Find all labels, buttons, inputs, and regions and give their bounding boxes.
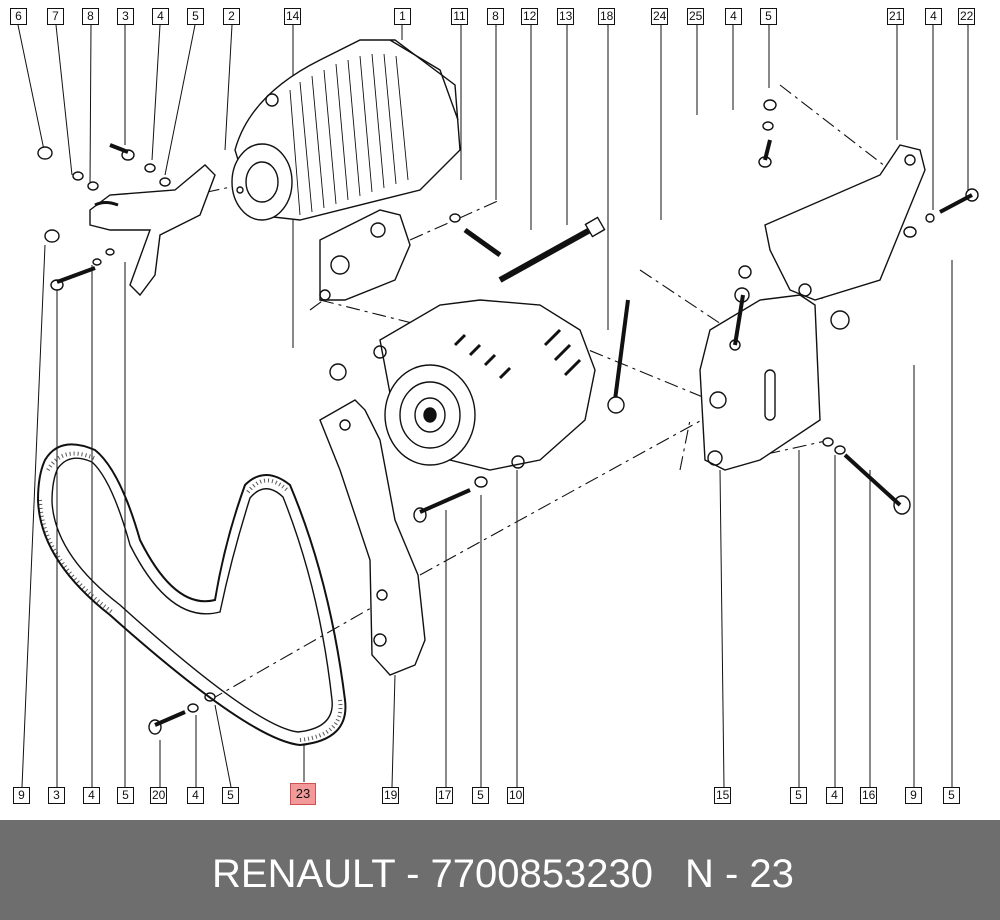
- callout-24[interactable]: 24: [651, 8, 669, 25]
- callout-3b[interactable]: 3: [48, 787, 65, 804]
- bracket-19: [319, 399, 426, 676]
- callout-5g[interactable]: 5: [943, 787, 960, 804]
- callout-6[interactable]: 6: [10, 8, 27, 25]
- callout-2[interactable]: 2: [223, 8, 240, 25]
- callout-25[interactable]: 25: [687, 8, 705, 25]
- callout-18[interactable]: 18: [598, 8, 616, 25]
- part-number-title: RENAULT - 7700853230: [212, 852, 654, 896]
- callout-17[interactable]: 17: [436, 787, 454, 804]
- footer-bar: RENAULT - 7700853230 N - 23: [0, 820, 1000, 920]
- starter-motor: [231, 39, 461, 221]
- callout-23-highlighted[interactable]: 23: [290, 783, 316, 805]
- callout-20[interactable]: 20: [150, 787, 168, 804]
- callout-9b[interactable]: 9: [905, 787, 922, 804]
- callout-13[interactable]: 13: [557, 8, 575, 25]
- callout-8[interactable]: 8: [82, 8, 99, 25]
- callout-14[interactable]: 14: [284, 8, 302, 25]
- callout-layer: 6 7 8 3 4 5 2 14 1 11 8 12 13 18 24 25 4…: [10, 8, 976, 805]
- callout-15[interactable]: 15: [714, 787, 732, 804]
- callout-9[interactable]: 9: [13, 787, 30, 804]
- bracket-2: [89, 164, 216, 297]
- bolt-shanks: [56, 139, 973, 727]
- bolt-12: [463, 227, 502, 258]
- callout-1[interactable]: 1: [394, 8, 411, 25]
- callout-4[interactable]: 4: [152, 8, 169, 25]
- callout-4e[interactable]: 4: [187, 787, 204, 804]
- callout-5e[interactable]: 5: [472, 787, 489, 804]
- bolt-13: [498, 216, 606, 283]
- bracket-11: [319, 209, 411, 301]
- callout-5c[interactable]: 5: [117, 787, 134, 804]
- callout-8b[interactable]: 8: [487, 8, 504, 25]
- callout-4c[interactable]: 4: [925, 8, 942, 25]
- callout-5d[interactable]: 5: [222, 787, 239, 804]
- callout-5f[interactable]: 5: [790, 787, 807, 804]
- leader-lines: [17, 24, 969, 788]
- callout-4d[interactable]: 4: [83, 787, 100, 804]
- bracket-21: [764, 144, 926, 301]
- reference-number: N - 23: [685, 852, 794, 896]
- callout-4f[interactable]: 4: [826, 787, 843, 804]
- callout-22[interactable]: 22: [958, 8, 976, 25]
- callout-10[interactable]: 10: [507, 787, 525, 804]
- callout-7[interactable]: 7: [47, 8, 64, 25]
- callout-4b[interactable]: 4: [725, 8, 742, 25]
- callout-3[interactable]: 3: [117, 8, 134, 25]
- callout-19[interactable]: 19: [382, 787, 400, 804]
- callout-5[interactable]: 5: [187, 8, 204, 25]
- callout-21[interactable]: 21: [887, 8, 905, 25]
- poly-v-belt: [36, 443, 347, 747]
- alternator: [373, 299, 596, 471]
- fasteners: [37, 99, 979, 735]
- adjusting-link-18: [607, 299, 630, 414]
- callout-12[interactable]: 12: [521, 8, 539, 25]
- callout-5b[interactable]: 5: [760, 8, 777, 25]
- callout-11[interactable]: 11: [451, 8, 468, 25]
- callout-16[interactable]: 16: [860, 787, 878, 804]
- exploded-view-drawing: [17, 24, 979, 788]
